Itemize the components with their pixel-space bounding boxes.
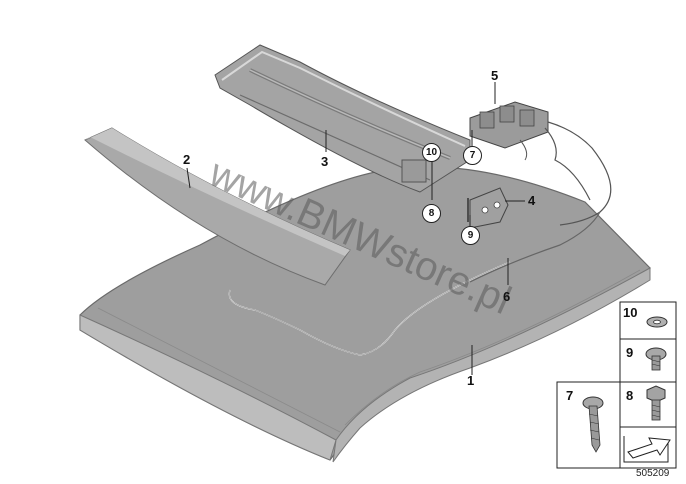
callout-3: 3 bbox=[321, 154, 329, 169]
legend-label-long-screw: 7 bbox=[566, 388, 574, 403]
washer-icon bbox=[646, 316, 668, 328]
drive-motor bbox=[469, 101, 612, 226]
callout-2: 2 bbox=[183, 152, 191, 167]
callout-1: 1 bbox=[467, 373, 475, 388]
long-screw-icon bbox=[582, 396, 604, 453]
callout-5: 5 bbox=[491, 68, 499, 83]
legend-panel bbox=[556, 301, 677, 469]
leader-lines bbox=[186, 82, 525, 375]
screw-icon bbox=[645, 347, 667, 371]
bracket bbox=[467, 187, 509, 229]
legend-label-screw: 9 bbox=[626, 345, 634, 360]
callout-6: 6 bbox=[503, 289, 511, 304]
callout-10: 10 bbox=[422, 143, 441, 162]
diagram-number: 505209 bbox=[636, 468, 670, 479]
arrow-icon bbox=[623, 436, 671, 463]
legend-label-hex-bolt: 8 bbox=[626, 388, 634, 403]
trim-strip bbox=[84, 127, 351, 286]
hex-bolt-icon bbox=[646, 385, 666, 421]
callout-4: 4 bbox=[528, 193, 536, 208]
legend-label-washer: 10 bbox=[623, 305, 638, 320]
cable bbox=[469, 211, 601, 283]
callout-7: 7 bbox=[463, 146, 482, 165]
callout-8: 8 bbox=[422, 204, 441, 223]
roof-panel bbox=[79, 166, 651, 463]
callout-9: 9 bbox=[461, 226, 480, 245]
